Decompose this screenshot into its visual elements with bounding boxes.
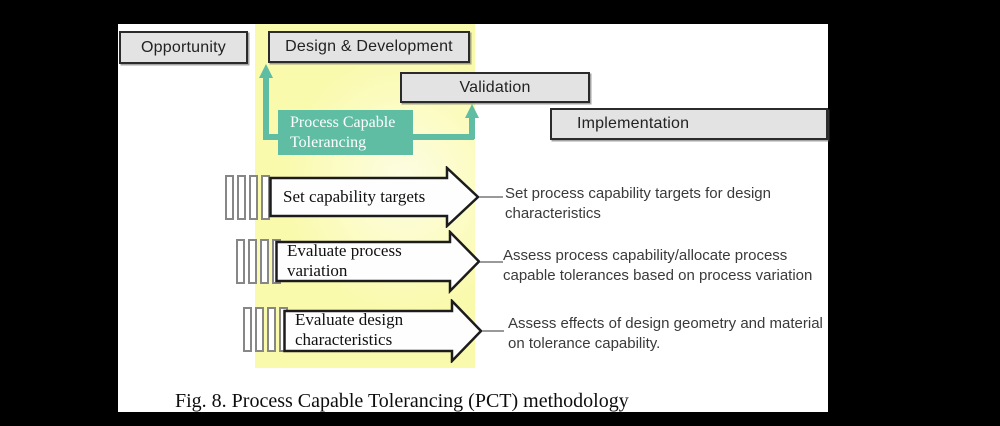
pct-method-box: Process Capable Tolerancing (278, 110, 413, 155)
stage-label: Opportunity (141, 38, 226, 56)
bar (260, 239, 269, 284)
bar (236, 239, 245, 284)
connector-shaft (263, 77, 269, 139)
step-label: Evaluate process variation (287, 241, 402, 280)
stage-label: Validation (459, 78, 531, 96)
up-arrow-icon (259, 64, 273, 78)
pct-box-line2: Tolerancing (290, 134, 367, 151)
step-label: Evaluate design characteristics (295, 310, 404, 349)
bar (249, 175, 258, 220)
bar (267, 307, 276, 352)
stage-label: Implementation (577, 115, 690, 132)
bar (225, 175, 234, 220)
process-bars-icon (225, 175, 270, 220)
step-arrow-icon (269, 166, 480, 228)
bar (248, 239, 257, 284)
stage-box-opportunity: Opportunity (119, 31, 248, 64)
bar (261, 175, 270, 220)
up-arrow-icon (464, 104, 479, 118)
stage-box-implementation: Implementation (550, 108, 828, 140)
step-description: Assess effects of design geometry and ma… (508, 315, 823, 352)
pct-box-line1: Process Capable (290, 114, 396, 131)
step-arrow-icon (275, 230, 481, 294)
connector-line (482, 330, 504, 332)
step-arrow-icon (283, 299, 483, 363)
process-bars-icon (243, 307, 288, 352)
connector-line (480, 261, 503, 263)
connector-line (479, 196, 503, 198)
bar (237, 175, 246, 220)
figure-caption: Fig. 8. Process Capable Tolerancing (PCT… (175, 390, 629, 412)
stage-label: Design & Development (285, 38, 453, 55)
step-label: Set capability targets (283, 187, 426, 206)
bar (255, 307, 264, 352)
step-description: Set process capability targets for desig… (505, 185, 771, 222)
connector-shaft (469, 118, 475, 139)
stage-box-design-development: Design & Development (268, 31, 470, 63)
bar (243, 307, 252, 352)
stage-box-validation: Validation (400, 72, 590, 103)
step-description: Assess process capability/allocate proce… (503, 247, 813, 284)
